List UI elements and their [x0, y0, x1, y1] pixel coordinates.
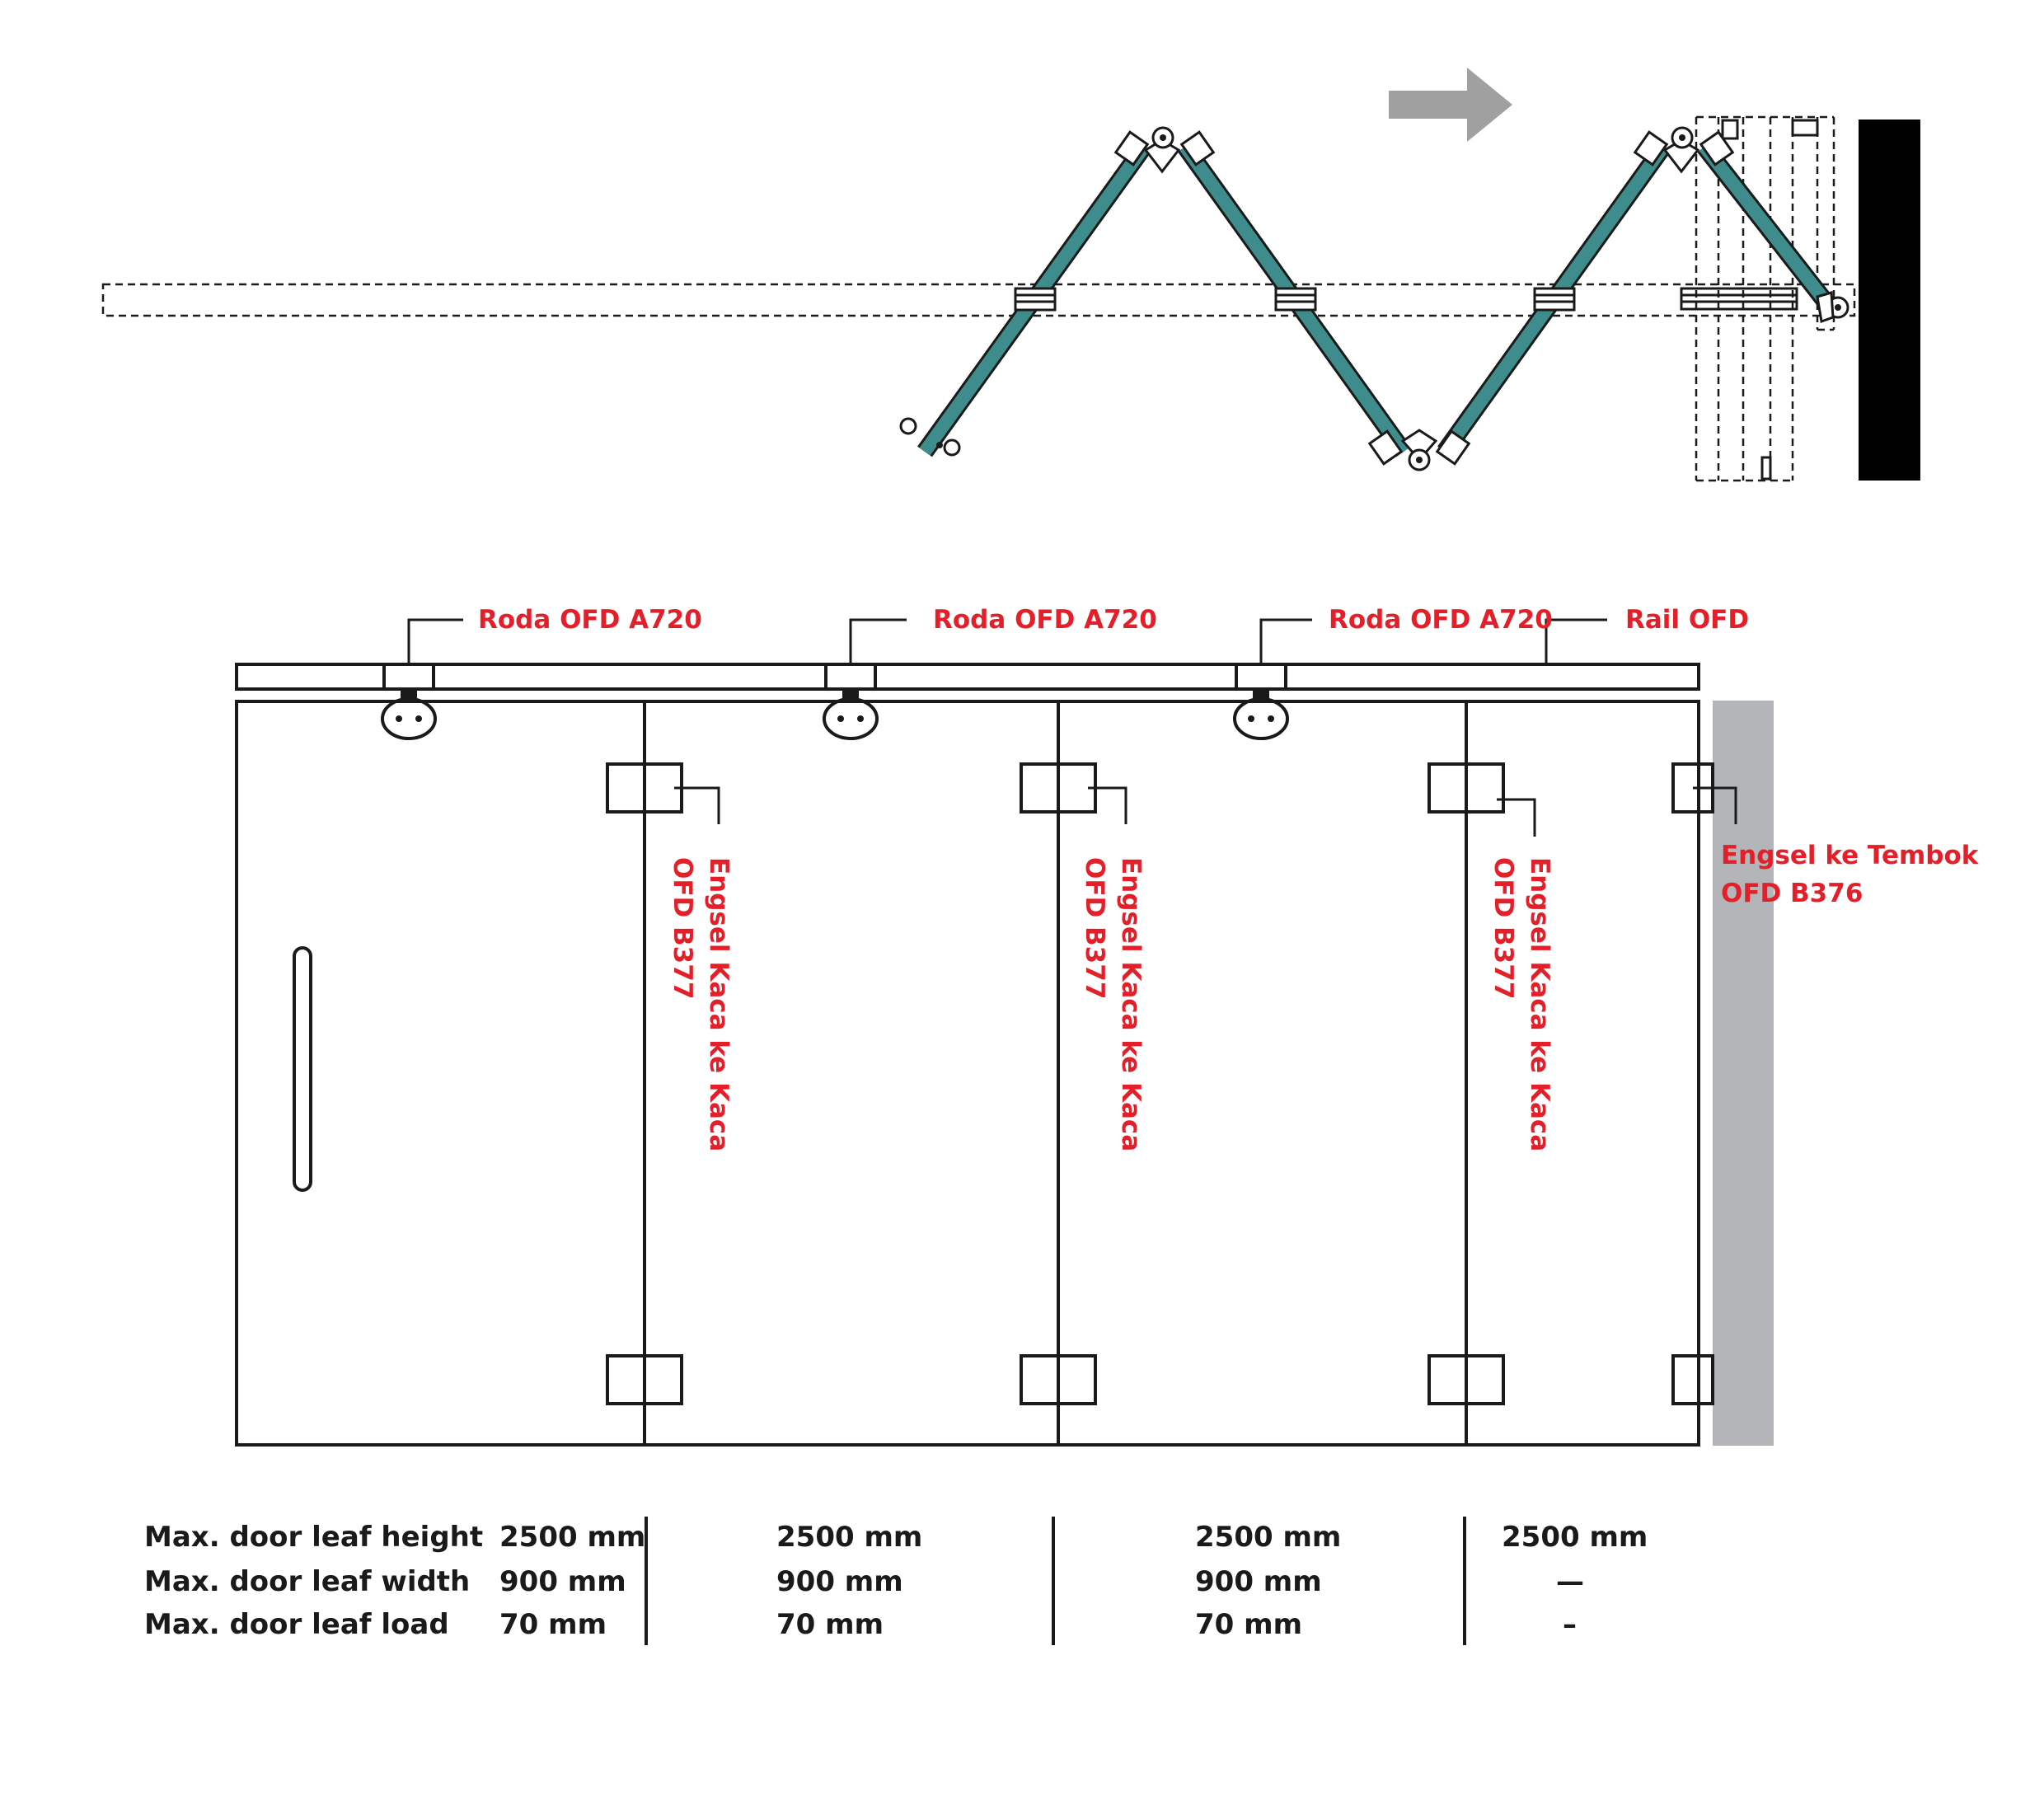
roller-label-2: Roda OFD A720 [933, 605, 1157, 635]
direction-arrow-icon [1389, 68, 1512, 142]
plan-wall [1859, 120, 1920, 481]
spec-col2-height: 2500 mm [776, 1521, 922, 1554]
spec-col2-width: 900 mm [776, 1565, 903, 1598]
plan-track-dashed [101, 283, 1856, 317]
spec-col1-load: 70 mm [499, 1608, 607, 1641]
door-handle [293, 946, 312, 1192]
spec-col3-height: 2500 mm [1195, 1521, 1341, 1554]
elevation-wall [1713, 701, 1774, 1446]
spec-col4-load: – [1563, 1608, 1577, 1641]
hinges-wall [1671, 762, 1714, 1405]
spec-col3-load: 70 mm [1195, 1608, 1302, 1641]
hinge-label-3-line2: OFD B377 [1488, 857, 1518, 999]
wall-hinge-label-line2: OFD B376 [1721, 879, 1863, 908]
plan-rollers [1014, 287, 1576, 312]
spec-col4-height: 2500 mm [1502, 1521, 1648, 1554]
wall-hinge-label-line1: Engsel ke Tembok [1721, 841, 1980, 870]
plan-view [101, 68, 1920, 482]
plan-hinges [899, 126, 1849, 471]
rail [235, 663, 1700, 691]
roller-label-3: Roda OFD A720 [1329, 605, 1553, 635]
spec-col1-height: 2500 mm [499, 1521, 645, 1554]
door-frame [235, 700, 1700, 1447]
spec-col1-width: 900 mm [499, 1565, 626, 1598]
hinge-label-2-line2: OFD B377 [1080, 857, 1109, 999]
elevation-view: Roda OFD A720 Roda OFD A720 Roda OFD A72… [235, 605, 1980, 1447]
rail-label: Rail OFD [1625, 605, 1749, 635]
hinges-glass-to-glass [606, 762, 1505, 1405]
roller-1 [381, 663, 437, 740]
spec-row-label-height: Max. door leaf height [144, 1521, 483, 1554]
hinge-label-1-line2: OFD B377 [668, 857, 697, 999]
hinge-label-1-line1: Engsel Kaca ke Kaca [704, 857, 734, 1151]
hinge-label-2-line1: Engsel Kaca ke Kaca [1116, 857, 1146, 1151]
spec-col3-width: 900 mm [1195, 1565, 1322, 1598]
spec-table: Max. door leaf height Max. door leaf wid… [144, 1517, 1648, 1645]
roller-label-1: Roda OFD A720 [478, 605, 702, 635]
leader-lines [407, 618, 1737, 837]
spec-col4-width: — [1556, 1565, 1584, 1598]
folded-stack-dashed [1680, 115, 1835, 482]
spec-col2-load: 70 mm [776, 1608, 884, 1641]
hinge-label-3-line1: Engsel Kaca ke Kaca [1525, 857, 1554, 1151]
spec-row-label-load: Max. door leaf load [144, 1608, 449, 1641]
plan-glass-panels [917, 141, 1835, 457]
spec-row-label-width: Max. door leaf width [144, 1565, 470, 1598]
roller-3 [1233, 663, 1289, 740]
